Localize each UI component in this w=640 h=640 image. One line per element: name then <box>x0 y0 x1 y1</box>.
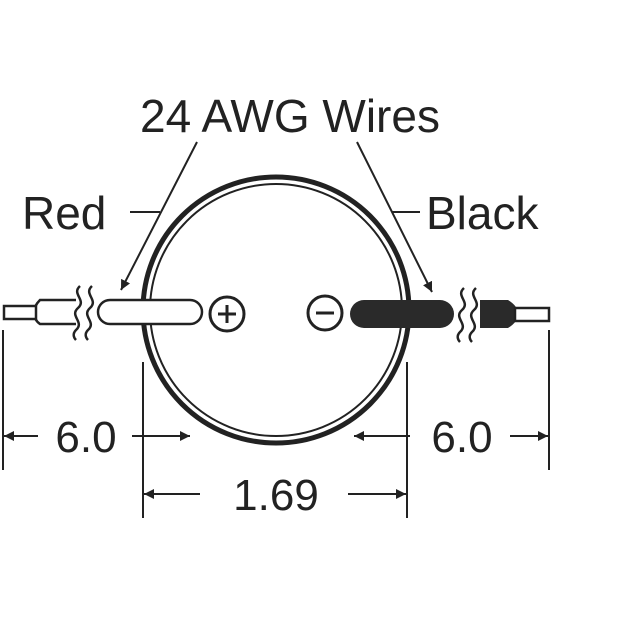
red-wire-break-1 <box>72 285 83 341</box>
black-wire <box>350 300 454 328</box>
dim-left-lead: 6.0 <box>55 413 116 462</box>
black-wire-tip <box>513 306 551 323</box>
minus-terminal-icon <box>306 294 344 332</box>
dim-body-diameter: 1.69 <box>233 471 319 520</box>
red-wire-end <box>32 298 76 326</box>
plus-terminal-icon <box>208 295 246 333</box>
black-wire-end <box>480 300 518 328</box>
dim-right-lead: 6.0 <box>431 413 492 462</box>
red-wire-break-2 <box>84 285 95 341</box>
black-wire-break-2 <box>468 287 479 343</box>
leader-red <box>120 141 198 291</box>
black-label: Black <box>426 187 539 239</box>
wires-title: 24 AWG Wires <box>140 90 440 142</box>
black-wire-break-1 <box>456 287 467 343</box>
red-wire-tip <box>2 304 38 321</box>
red-wire <box>96 298 204 326</box>
leader-black <box>356 141 433 293</box>
red-label: Red <box>22 187 106 239</box>
